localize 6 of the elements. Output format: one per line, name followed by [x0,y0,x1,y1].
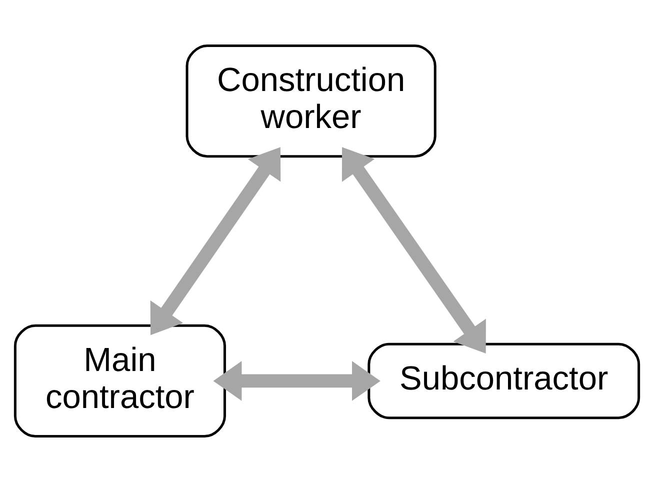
node-box: Main contractor [14,324,226,438]
arrow [342,146,486,353]
node-box: Construction worker [186,44,436,158]
arrow [213,360,380,400]
arrow [150,146,281,335]
node-box: Subcontractor [368,342,640,419]
